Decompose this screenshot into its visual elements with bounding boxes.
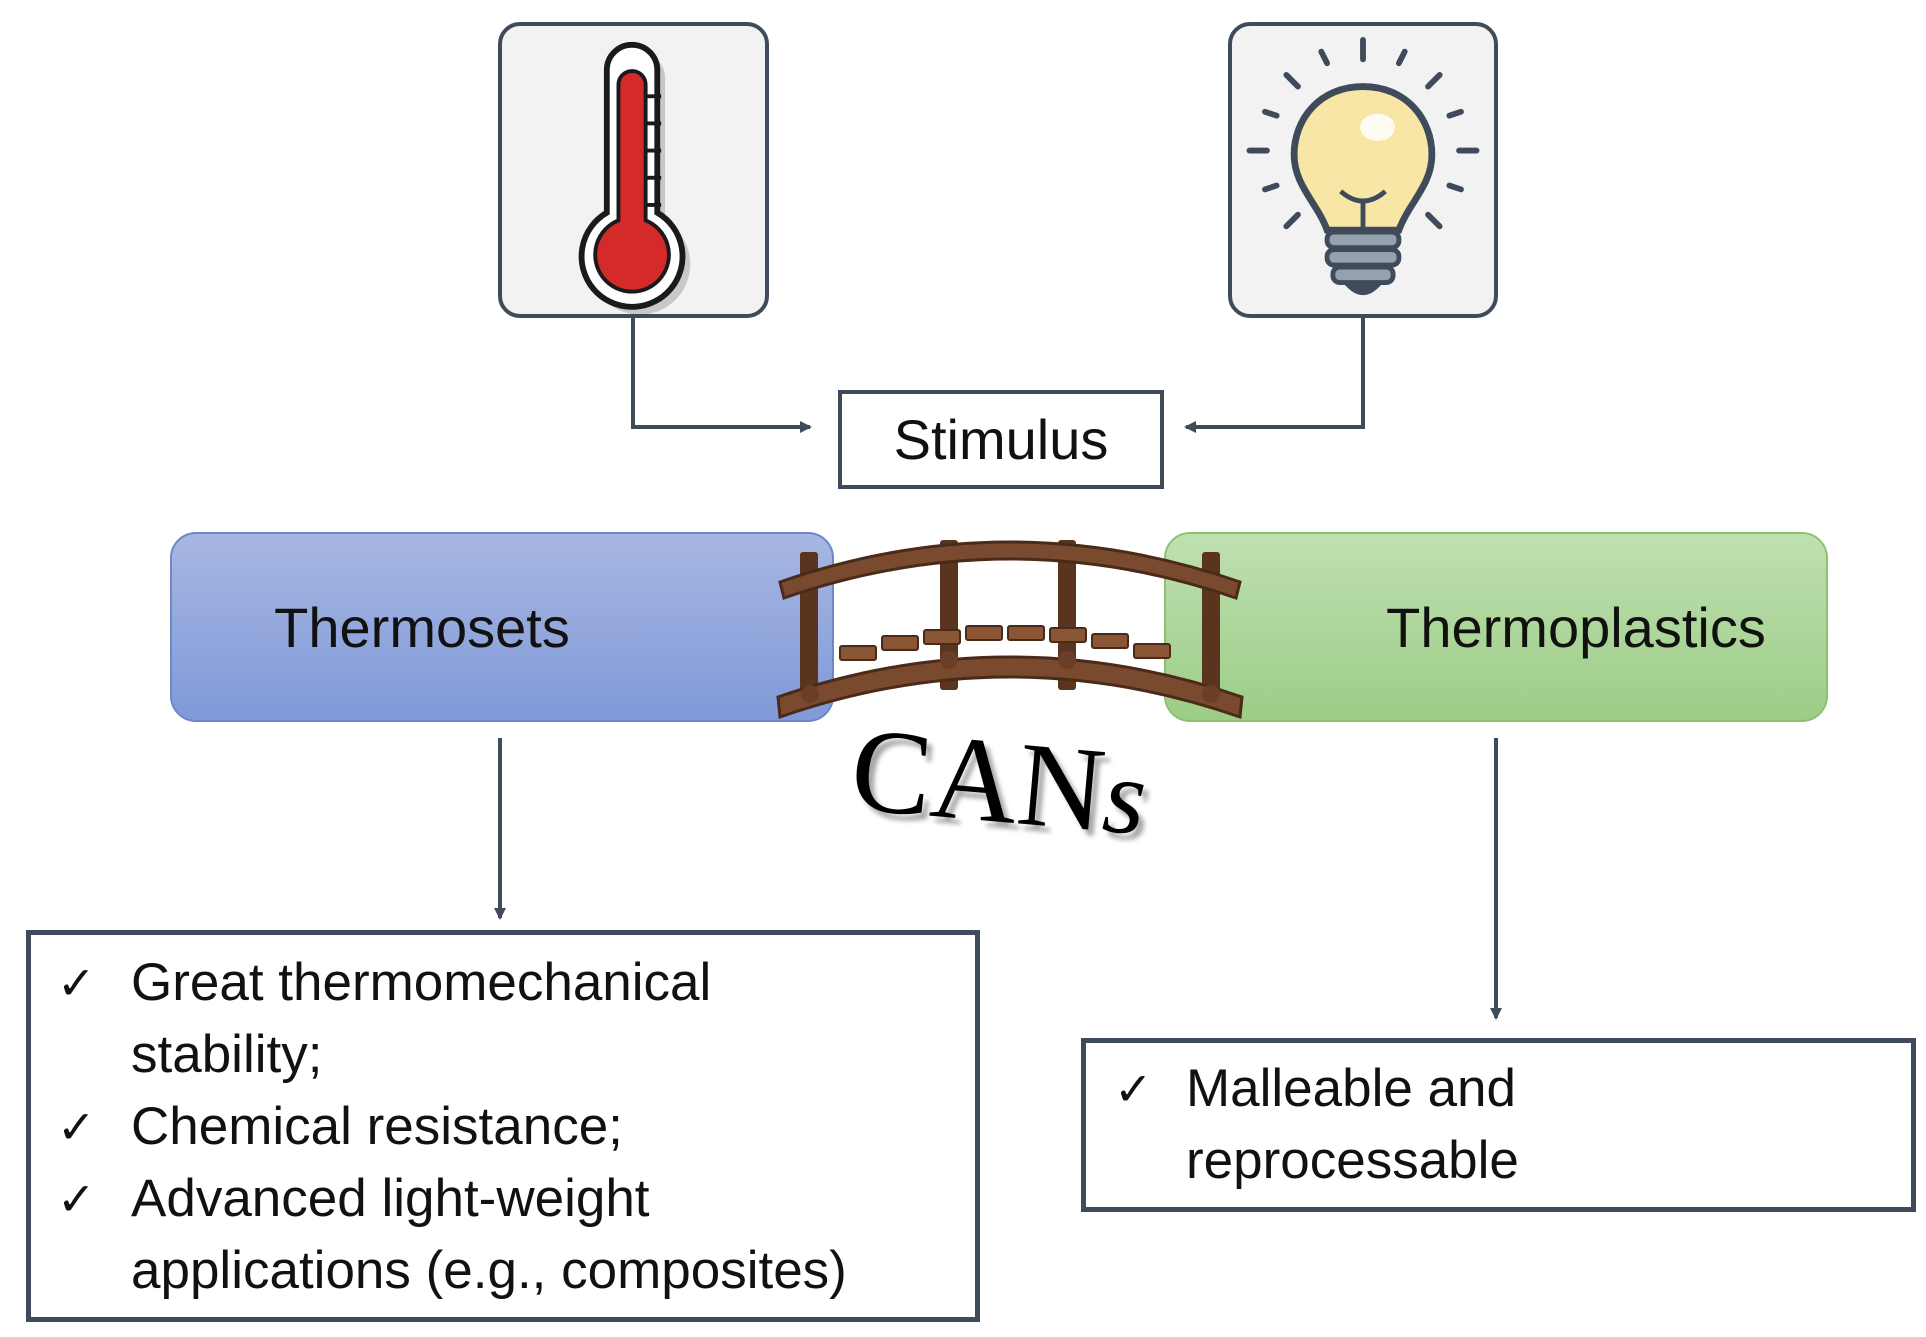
cans-label: CANs (846, 700, 1152, 863)
cans-main-text: CAN (846, 701, 1111, 857)
lightbulb-icon (1246, 37, 1480, 296)
stimulus-box: Stimulus (838, 390, 1164, 489)
thermoplastics-label: Thermoplastics (1386, 595, 1766, 659)
property-line: applications (e.g., composites) (131, 1241, 847, 1300)
check-icon: ✓ (1114, 1062, 1153, 1116)
check-icon: ✓ (57, 1100, 96, 1154)
thermosets-label: Thermosets (274, 595, 570, 659)
property-line: Chemical resistance; (131, 1097, 623, 1156)
property-item: Great thermomechanical stability; (131, 947, 711, 1091)
property-line: reprocessable (1186, 1131, 1519, 1190)
property-line: Advanced light-weight (131, 1169, 650, 1228)
thermoplastics-box: Thermoplastics (1164, 532, 1828, 722)
check-icon: ✓ (57, 1172, 96, 1226)
property-line: stability; (131, 1025, 323, 1084)
property-item: Advanced light-weight applications (e.g.… (131, 1163, 847, 1307)
heat-to-stimulus-arrow (631, 318, 812, 433)
check-icon: ✓ (57, 956, 96, 1010)
property-line: Great thermomechanical (131, 953, 712, 1012)
bridge-icon (776, 540, 1244, 720)
thermometer-icon (578, 41, 691, 314)
property-item: Chemical resistance; (131, 1091, 623, 1163)
thermoplastics-properties-box: ✓ Malleable and reprocessable (1081, 1038, 1916, 1212)
light-to-stimulus-arrow (1184, 318, 1365, 433)
property-line: Malleable and (1186, 1059, 1517, 1118)
heat-stimulus-card (498, 22, 769, 318)
thermosets-box: Thermosets (170, 532, 834, 722)
thermosets-properties-box: ✓ Great thermomechanical stability; ✓ Ch… (26, 930, 980, 1322)
stimulus-label: Stimulus (893, 408, 1109, 471)
light-stimulus-card (1228, 22, 1498, 318)
property-item: Malleable and reprocessable (1186, 1053, 1519, 1197)
